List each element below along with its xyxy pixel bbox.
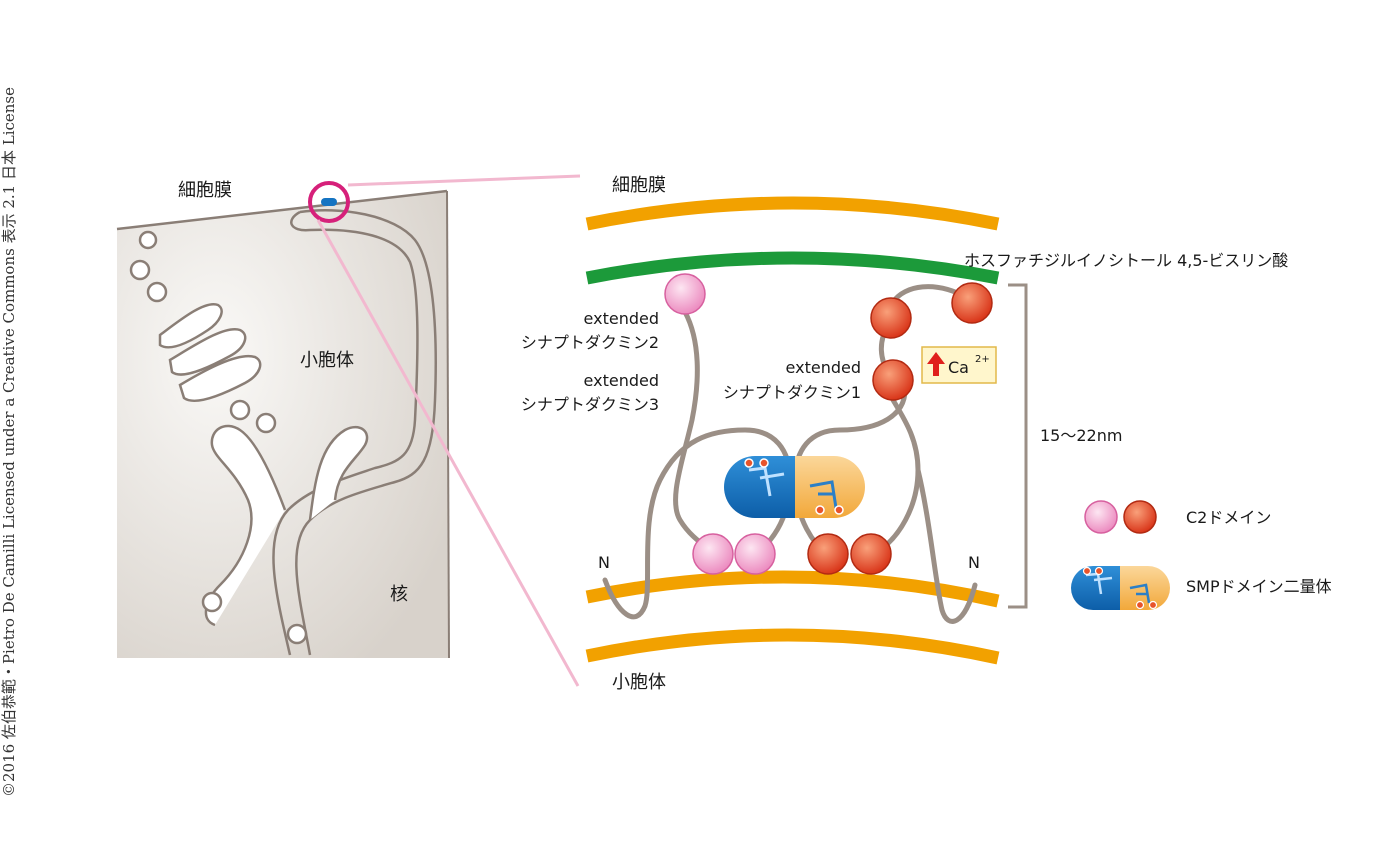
calcium-indicator: Ca 2+	[921, 346, 997, 384]
c2-pink-bottom-1	[692, 533, 734, 575]
left-er-label: 小胞体	[300, 350, 354, 371]
right-plasma-membrane-label: 細胞膜	[612, 175, 666, 196]
c2-red-upper-1	[870, 297, 912, 339]
up-arrow-icon	[927, 352, 945, 376]
cell-plasma-membrane-line	[116, 189, 448, 231]
c2-pink-bottom-2	[734, 533, 776, 575]
n-terminus-left: N	[598, 553, 610, 572]
plasma-membrane-outer	[585, 196, 1000, 231]
er-membrane-lower	[585, 628, 1000, 665]
smp-dimer	[724, 456, 865, 518]
zoom-lines	[316, 174, 581, 687]
esyt1-label-line1: extended	[786, 358, 861, 377]
legend-pink-c2-icon	[1084, 500, 1118, 534]
esyt3-label-line2: シナプトダクミン3	[521, 395, 659, 414]
right-er-label: 小胞体	[612, 672, 666, 693]
legend-smp-label: SMPドメイン二量体	[1186, 577, 1332, 596]
legend: C2ドメイン SMPドメイン二量体	[1071, 500, 1332, 610]
c2-pink-top	[664, 273, 706, 315]
distance-bracket	[1008, 283, 1028, 609]
pip2-label: ホスファチジルイノシトール 4,5-ビスリン酸	[964, 251, 1288, 270]
esyt2-label-line1: extended	[584, 309, 659, 328]
c2-red-upper-2	[951, 282, 993, 324]
esyt2-label-line2: シナプトダクミン2	[521, 333, 659, 352]
distance-label: 15～22nm	[1040, 426, 1122, 445]
legend-smp-icon	[1071, 566, 1170, 610]
left-nucleus-label: 核	[390, 584, 408, 605]
n-terminus-right: N	[968, 553, 980, 572]
ca-charge: 2+	[975, 354, 990, 365]
esyt3-label-line1: extended	[584, 371, 659, 390]
esyt1-label-line2: シナプトダクミン1	[723, 383, 861, 402]
left-plasma-membrane-label: 細胞膜	[178, 180, 232, 201]
contact-site-highlight	[308, 181, 350, 223]
c2-domains	[664, 273, 993, 575]
ca-label: Ca	[948, 358, 969, 377]
er-membrane-upper	[585, 570, 1000, 608]
c2-red-mid	[872, 359, 914, 401]
c2-red-bottom-2	[850, 533, 892, 575]
c2-red-bottom-1	[807, 533, 849, 575]
legend-c2-label: C2ドメイン	[1186, 508, 1271, 527]
legend-red-c2-icon	[1123, 500, 1157, 534]
pip2-leaflet	[585, 251, 1000, 285]
er-network	[272, 209, 437, 656]
